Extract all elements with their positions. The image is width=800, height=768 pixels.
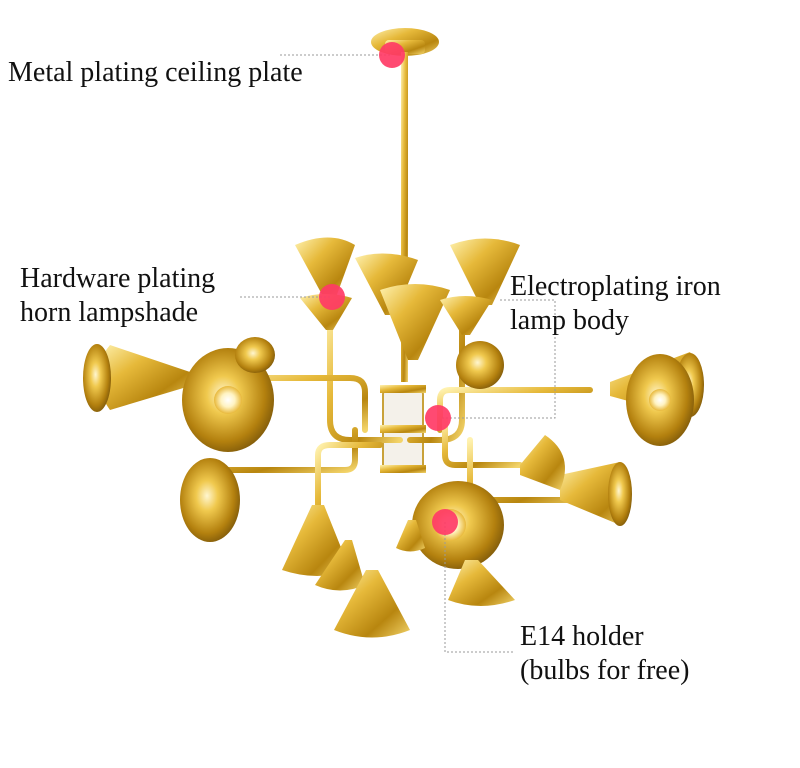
marker-holder bbox=[432, 509, 458, 535]
upper-horns bbox=[295, 237, 520, 360]
lamp-body-label-line2: lamp body bbox=[510, 305, 629, 336]
lamp-body-label-line1: Electroplating iron bbox=[510, 271, 721, 302]
marker-ceiling-plate bbox=[379, 42, 405, 68]
horn-lampshade-label: Hardware plating horn lampshade bbox=[20, 262, 215, 330]
ceiling-plate-label: Metal plating ceiling plate bbox=[8, 56, 303, 90]
lamp-body bbox=[380, 385, 426, 473]
leader-lines bbox=[240, 54, 556, 653]
horn-lampshade-label-line1: Hardware plating bbox=[20, 263, 216, 294]
holder-label: E14 holder (bulbs for free) bbox=[520, 620, 689, 688]
marker-horn-lampshade bbox=[319, 284, 345, 310]
suspension-rod bbox=[401, 52, 408, 382]
ceiling-plate-label-text: Metal plating ceiling plate bbox=[8, 57, 303, 88]
holder-label-line1: E14 holder bbox=[520, 621, 644, 652]
lamp-body-label: Electroplating iron lamp body bbox=[510, 270, 721, 338]
callout-markers bbox=[319, 42, 458, 535]
lower-horns bbox=[282, 505, 515, 638]
horn-lampshade-label-line2: horn lampshade bbox=[20, 297, 199, 328]
front-bells bbox=[180, 337, 694, 569]
holder-label-line2: (bulbs for free) bbox=[520, 655, 690, 686]
marker-lamp-body bbox=[425, 405, 451, 431]
